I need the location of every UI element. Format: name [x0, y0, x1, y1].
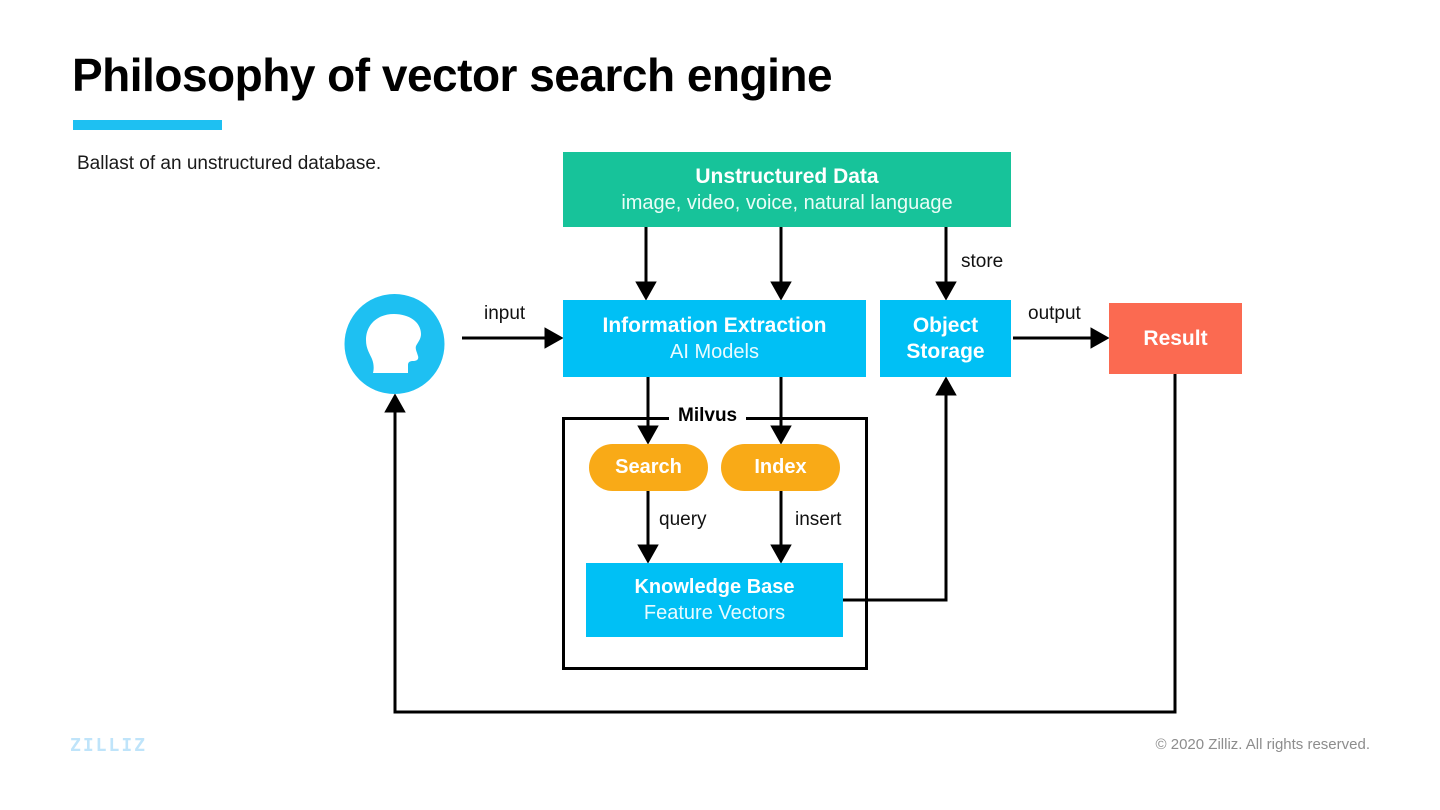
node-knowledge-base-title: Knowledge Base	[634, 575, 795, 598]
node-result-title: Result	[1143, 326, 1208, 350]
edge-label-insert: insert	[792, 509, 845, 531]
page-subtitle: Ballast of an unstructured database.	[77, 153, 382, 174]
edge-label-query: query	[656, 509, 710, 531]
edge-label-store: store	[958, 251, 1007, 273]
node-search-label: Search	[615, 456, 682, 478]
node-object-storage[interactable]: Object Storage	[880, 300, 1011, 377]
node-unstructured-data[interactable]: Unstructured Data image, video, voice, n…	[563, 152, 1011, 227]
edge-label-input: input	[481, 303, 529, 325]
node-index-label: Index	[754, 456, 807, 478]
zilliz-logo: ZILLIZ	[70, 735, 148, 756]
node-unstructured-data-subtitle: image, video, voice, natural language	[621, 192, 953, 215]
node-result[interactable]: Result	[1109, 303, 1242, 374]
title-accent-bar	[73, 120, 222, 130]
page-title: Philosophy of vector search engine	[72, 49, 833, 101]
node-object-storage-title-line2: Storage	[906, 339, 985, 363]
node-search[interactable]: Search	[589, 444, 708, 491]
node-information-extraction[interactable]: Information Extraction AI Models	[563, 300, 866, 377]
copyright-text: © 2020 Zilliz. All rights reserved.	[1155, 736, 1370, 753]
node-unstructured-data-title: Unstructured Data	[695, 164, 879, 188]
person-head-icon	[344, 294, 445, 394]
node-object-storage-title-line1: Object	[912, 313, 979, 337]
node-index[interactable]: Index	[721, 444, 840, 491]
node-knowledge-base[interactable]: Knowledge Base Feature Vectors	[586, 563, 843, 637]
node-information-extraction-subtitle: AI Models	[670, 341, 759, 364]
node-knowledge-base-subtitle: Feature Vectors	[643, 602, 786, 624]
milvus-container-label: Milvus	[669, 405, 747, 427]
node-information-extraction-title: Information Extraction	[602, 313, 827, 337]
edge-label-output: output	[1025, 303, 1084, 325]
